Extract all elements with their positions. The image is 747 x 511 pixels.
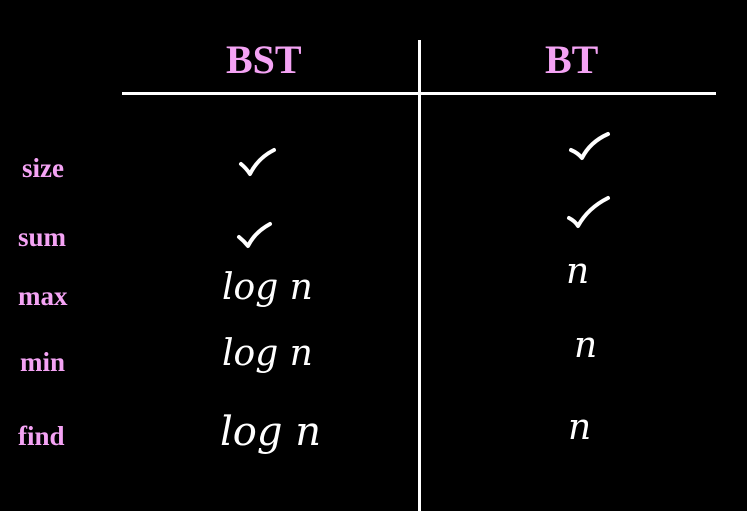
bt-sum-check-icon <box>567 196 610 228</box>
row-label-min: min <box>20 347 66 377</box>
row-label-sum: sum <box>18 222 67 252</box>
bt-find-complexity: n <box>568 407 592 448</box>
bst-size-check-icon <box>239 148 276 176</box>
bt-column-header: BT <box>545 37 599 82</box>
bst-max-complexity: log n <box>222 267 313 308</box>
bst-sum-check-icon <box>237 222 272 248</box>
bt-size-check-icon <box>569 132 610 160</box>
column-divider-line <box>418 40 421 511</box>
row-label-max: max <box>18 281 68 311</box>
row-label-find: find <box>18 421 65 451</box>
bst-column-header: BST <box>226 37 302 82</box>
bst-min-complexity: log n <box>222 333 313 374</box>
bt-min-complexity: n <box>574 325 598 366</box>
row-label-size: size <box>22 153 64 183</box>
bt-max-complexity: n <box>566 251 590 292</box>
bst-find-complexity: log n <box>220 409 321 455</box>
